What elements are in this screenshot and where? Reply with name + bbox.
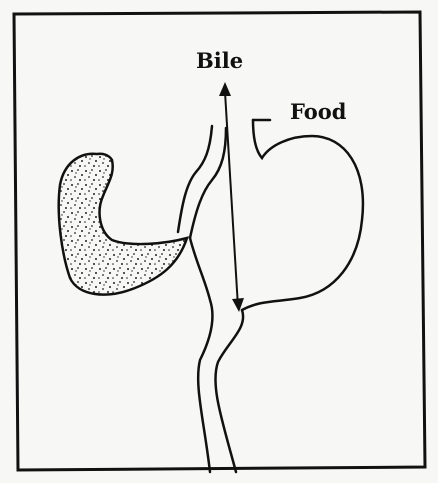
bile-duct — [178, 126, 226, 238]
food-label: Food — [290, 101, 346, 122]
flow-arrow — [219, 82, 244, 312]
gall-bladder-shape — [59, 154, 187, 295]
bile-label: Bile — [196, 50, 243, 71]
stomach — [242, 120, 363, 310]
